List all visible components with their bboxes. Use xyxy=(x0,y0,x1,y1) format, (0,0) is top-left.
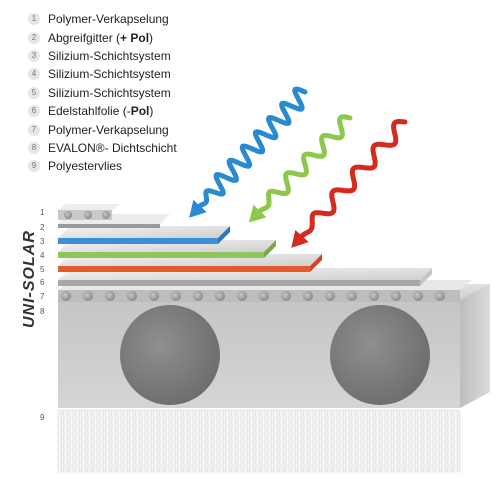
legend-number: 4 xyxy=(28,68,40,81)
legend-number: 7 xyxy=(28,123,40,136)
legend-number: 3 xyxy=(28,49,40,62)
legend-number: 5 xyxy=(28,86,40,99)
bead xyxy=(237,291,247,301)
bead xyxy=(105,291,115,301)
legend-suffix: ) xyxy=(149,104,154,119)
evalon-circle-left xyxy=(120,305,220,405)
bead xyxy=(369,291,379,301)
bead xyxy=(215,291,225,301)
layer-3-silicon-blue xyxy=(58,226,230,244)
legend-number: 2 xyxy=(28,31,40,44)
green-arrow-head xyxy=(248,204,267,223)
layer-number-markers: 1 2 3 4 5 6 7 8 9 xyxy=(40,208,45,422)
layer-marker-8: 8 xyxy=(40,307,45,316)
bead xyxy=(435,291,445,301)
bead xyxy=(259,291,269,301)
layer-marker-4: 4 xyxy=(40,251,45,260)
layer-marker-1: 1 xyxy=(40,208,45,217)
layer-1-polymer-encapsulation xyxy=(58,204,120,220)
bead xyxy=(83,291,93,301)
layer-7-beads xyxy=(61,291,445,301)
legend-text: Silizium-Schichtsystem xyxy=(48,85,171,100)
bead xyxy=(325,291,335,301)
green-light-wave xyxy=(248,114,353,223)
bead xyxy=(61,291,71,301)
legend-item-5: 5 Silizium-Schichtsystem xyxy=(28,84,177,102)
legend-item-9: 9 Polyestervlies xyxy=(28,157,177,175)
legend-suffix: ) xyxy=(149,30,154,45)
blue-light-wave xyxy=(189,86,308,218)
legend-text: Silizium-Schichtsystem xyxy=(48,67,171,82)
bead xyxy=(171,291,181,301)
layer-marker-9: 9 xyxy=(40,413,45,422)
layer-marker-5: 5 xyxy=(40,265,45,274)
legend-item-6: 6 Edelstahlfolie (- Pol) xyxy=(28,102,177,120)
bead xyxy=(347,291,357,301)
legend-item-2: 2 Abgreifgitter (+ Pol) xyxy=(28,28,177,46)
bead xyxy=(193,291,203,301)
legend-number: 6 xyxy=(28,105,40,118)
red-light-wave xyxy=(291,119,408,248)
legend-text: Abgreifgitter ( xyxy=(48,30,121,45)
layer-8-evalon xyxy=(58,284,490,408)
layer-marker-2: 2 xyxy=(40,223,45,232)
legend-text: Polyestervlies xyxy=(48,159,123,174)
legend-bold: Pol xyxy=(130,104,150,119)
legend-number: 1 xyxy=(28,13,40,26)
legend-item-1: 1 Polymer-Verkapselung xyxy=(28,10,177,28)
bead xyxy=(149,291,159,301)
layer-marker-7: 7 xyxy=(40,292,45,301)
blue-arrow-head xyxy=(189,199,207,218)
bead xyxy=(391,291,401,301)
bead xyxy=(281,291,291,301)
red-arrow-head xyxy=(291,229,309,248)
layer-marker-6: 6 xyxy=(40,278,45,287)
legend-text: Edelstahlfolie (- xyxy=(48,104,131,119)
legend-text: Polymer-Verkapselung xyxy=(48,12,169,27)
evalon-circle-right xyxy=(330,305,430,405)
legend-item-3: 3 Silizium-Schichtsystem xyxy=(28,47,177,65)
legend-item-8: 8 EVALON®- Dichtschicht xyxy=(28,139,177,157)
bead xyxy=(413,291,423,301)
legend-number: 9 xyxy=(28,160,40,173)
layer-marker-3: 3 xyxy=(40,237,45,246)
legend-bold: + Pol xyxy=(120,30,150,45)
uni-solar-logo: UNI-SOLAR xyxy=(21,230,38,328)
legend-item-7: 7 Polymer-Verkapselung xyxy=(28,120,177,138)
legend-text: EVALON®- Dichtschicht xyxy=(48,140,177,155)
legend-number: 8 xyxy=(28,141,40,154)
legend-item-4: 4 Silizium-Schichtsystem xyxy=(28,65,177,83)
layer-9-polyestervlies xyxy=(57,409,461,473)
legend-text: Polymer-Verkapselung xyxy=(48,122,169,137)
bead xyxy=(303,291,313,301)
bead xyxy=(127,291,137,301)
legend-text: Silizium-Schichtsystem xyxy=(48,48,171,63)
